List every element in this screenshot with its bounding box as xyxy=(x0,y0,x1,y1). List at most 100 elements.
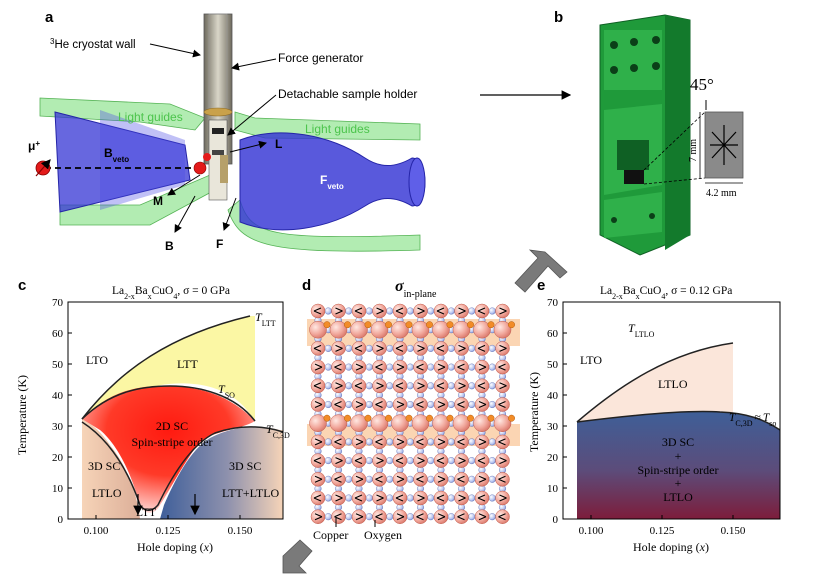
cryostat-label: 3He cryostat wall xyxy=(50,37,136,52)
oxygen-atom xyxy=(488,457,496,465)
copper-label: Copper xyxy=(313,528,348,542)
copper-atom xyxy=(413,453,428,468)
L-label: L xyxy=(275,137,282,151)
copper-atom xyxy=(351,341,367,356)
copper-atom xyxy=(495,509,510,524)
muon-label: μ+ xyxy=(28,139,40,154)
b-to-d-arrow xyxy=(514,249,568,293)
copper-atom xyxy=(454,303,469,319)
oxygen-atom xyxy=(386,382,394,390)
spin-arrow xyxy=(376,382,384,390)
copper-atom xyxy=(351,303,367,319)
copper-atom xyxy=(392,303,408,319)
spin-arrow xyxy=(498,513,506,521)
oxygen-atom xyxy=(468,307,476,315)
spin-arrow xyxy=(417,494,425,502)
oxygen-atom xyxy=(345,513,353,521)
oxygen-atom xyxy=(324,344,332,352)
oxygen-atom xyxy=(365,307,373,315)
spin-arrow xyxy=(477,344,486,352)
panel-e-xlabel: Hole doping (x) xyxy=(633,540,709,554)
force-generator-ring xyxy=(203,107,233,117)
oxygen-atom xyxy=(345,401,353,409)
muon-at-sample xyxy=(193,161,207,175)
copper-atom xyxy=(392,397,408,412)
copper-atom xyxy=(413,509,428,524)
sc-line-4: + xyxy=(675,476,682,490)
spin-arrow xyxy=(499,344,507,352)
copper-atom xyxy=(474,341,490,356)
spin-arrow xyxy=(376,344,384,352)
copper-atom xyxy=(331,453,346,468)
oxygen-atom xyxy=(365,494,373,502)
oxygen-atom xyxy=(447,513,455,521)
panel-c-title: La2-xBaxCuO4, σ = 0 GPa xyxy=(112,285,230,301)
spin-arrow xyxy=(335,307,343,315)
copper-atom xyxy=(413,359,428,375)
spin-arrow xyxy=(396,363,405,371)
panel-e-ylabel: Temperature (K) xyxy=(527,372,541,452)
spin-arrow xyxy=(437,400,446,409)
F-arrow xyxy=(222,197,237,231)
spin-arrow xyxy=(436,382,445,390)
copper-atom xyxy=(433,453,449,468)
B-label: B xyxy=(165,239,174,253)
holder-slot-2 xyxy=(212,150,224,155)
spin-arrow xyxy=(354,457,363,465)
screw-hole xyxy=(652,36,660,44)
copper-atom xyxy=(310,434,326,450)
copper-atom xyxy=(372,378,387,394)
copper-atom xyxy=(495,303,510,319)
hole-dot xyxy=(405,414,413,422)
copper-atom xyxy=(372,341,387,356)
copper-atom xyxy=(411,414,430,432)
copper-atom xyxy=(310,472,326,487)
ltlo-label-e: LTLO xyxy=(658,377,688,391)
spin-arrow xyxy=(335,457,343,465)
y-tick-label: 20 xyxy=(547,452,559,464)
spin-arrow xyxy=(314,475,323,483)
y-tick-label: 0 xyxy=(58,514,64,526)
spin-arrow xyxy=(375,400,383,409)
spin-arrow xyxy=(376,457,384,465)
sample-crystal xyxy=(624,170,644,184)
copper-atom xyxy=(392,490,408,506)
copper-atom xyxy=(331,434,346,450)
cuo2-lattice xyxy=(309,303,515,524)
spin-arrow xyxy=(375,475,383,483)
oxygen-atom xyxy=(324,363,332,371)
tc3d-tso-label: TC,3D≈Tso xyxy=(729,412,776,428)
hole-dot xyxy=(405,321,413,329)
spin-arrow xyxy=(375,363,383,371)
sample-holder-label: Detachable sample holder xyxy=(278,87,417,101)
sc2d-label-1: 2D SC xyxy=(156,419,188,433)
copper-atom xyxy=(310,341,326,356)
oxygen-atom xyxy=(447,382,455,390)
copper-atom xyxy=(433,378,449,394)
panel-a: a 3He cryostat wall Force genera xyxy=(28,9,572,253)
oxygen-atom xyxy=(324,494,332,502)
holder-window xyxy=(617,140,649,170)
spin-arrow xyxy=(498,363,506,371)
tltt-curve xyxy=(81,315,251,420)
holder-bottom xyxy=(604,192,662,238)
hole-dot xyxy=(487,414,495,422)
copper-atom xyxy=(331,397,346,412)
oxygen-atom xyxy=(406,401,414,409)
oxygen-atom xyxy=(447,401,455,409)
copper-atom xyxy=(310,359,326,375)
spin-arrow xyxy=(313,382,322,390)
oxygen-atom xyxy=(345,494,353,502)
spin-arrow xyxy=(396,475,405,483)
copper-atom xyxy=(310,397,326,412)
spin-arrow xyxy=(498,475,506,483)
copper-atom xyxy=(331,472,346,487)
spin-arrow xyxy=(334,400,342,409)
spin-arrow xyxy=(478,513,487,521)
y-tick-label: 60 xyxy=(547,328,559,340)
bveto-inner xyxy=(100,110,185,210)
copper-atom xyxy=(474,303,490,319)
spin-arrow xyxy=(314,400,323,409)
zoom-line-bottom xyxy=(643,177,706,185)
holder-slot xyxy=(212,128,224,134)
